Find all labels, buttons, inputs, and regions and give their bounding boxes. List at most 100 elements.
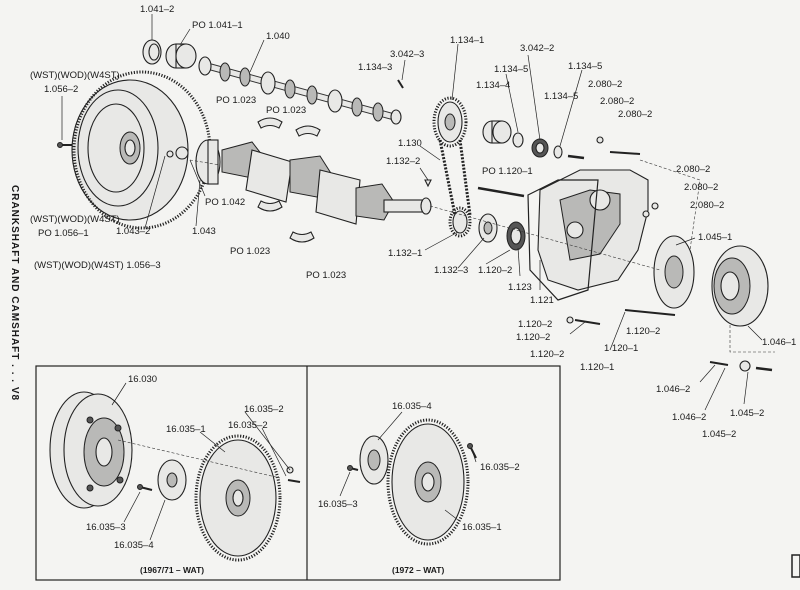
- label-1120-1-b: 1.120–1: [580, 362, 614, 373]
- label-1045-2-a: 1.045–2: [730, 408, 764, 419]
- label-1134-5-c: 1.134–5: [544, 91, 578, 102]
- label-2080-2-d: 2.080–2: [676, 164, 710, 175]
- label-wst-3: (WST)(WOD)(W4ST) 1.056–3: [34, 260, 161, 271]
- label-1120-2-c: 1.120–2: [516, 332, 550, 343]
- main-bearing-shell-2: [295, 125, 321, 137]
- inset-left-title: (1967/71 – WAT): [140, 565, 204, 575]
- label-1134-5-a: 1.134–5: [568, 61, 602, 72]
- page-edge-mark: [791, 554, 800, 578]
- drive-plate-bolt-small: [347, 465, 359, 471]
- label-1046-2-b: 1.046–2: [672, 412, 706, 423]
- label-16035-3-b: 16.035–3: [318, 499, 358, 510]
- vibration-damper: [653, 235, 695, 309]
- drive-plate-bolt-left: [286, 466, 301, 483]
- camshaft-sprocket: [432, 96, 468, 148]
- drive-plate-left: [194, 434, 282, 562]
- camshaft: [198, 56, 402, 125]
- crank-bolt: [166, 150, 174, 158]
- label-1132-2: 1.132–2: [386, 156, 420, 167]
- leader-lines: [61, 14, 763, 411]
- dowel-pin: [477, 186, 525, 198]
- main-bearing-shell-4: [289, 231, 315, 243]
- label-1134-5-b: 1.134–5: [494, 64, 528, 75]
- label-2080-2-b: 2.080–2: [600, 96, 634, 107]
- label-1130: 1.130: [398, 138, 422, 149]
- inset-right-leaders: [339, 411, 477, 521]
- label-16030: 16.030: [128, 374, 157, 385]
- main-bearing-shell-3: [257, 200, 283, 212]
- label-po1056-1: PO 1.056–1: [38, 228, 89, 239]
- label-1120-2-d: 1.120–2: [626, 326, 660, 337]
- cam-bolt: [567, 154, 585, 160]
- label-16035-1-b: 16.035–1: [462, 522, 502, 533]
- cover-bolt-2: [624, 309, 676, 316]
- label-1046-1: 1.046–1: [762, 337, 796, 348]
- label-16035-2-c: 16.035–2: [480, 462, 520, 473]
- drive-plate-bolt-right: [467, 443, 477, 459]
- alignment-line-4: [189, 159, 221, 166]
- label-po1023-c: PO 1.023: [230, 246, 270, 257]
- woodruff-key: [424, 179, 432, 188]
- label-1120-2-b: 1.120–2: [518, 319, 552, 330]
- label-1120-2-a: 1.120–2: [478, 265, 512, 276]
- label-po1042: PO 1.042: [205, 197, 245, 208]
- cam-bearing-front: [142, 39, 162, 65]
- crankshaft-sprocket: [448, 206, 472, 238]
- side-title: CRANKSHAFT AND CAMSHAFT . . . V8: [9, 185, 20, 401]
- label-1121: 1.121: [530, 295, 554, 306]
- drive-plate-right: [386, 418, 470, 546]
- cam-bearing-set: [165, 43, 197, 69]
- label-16035-4-b: 16.035–4: [392, 401, 432, 412]
- label-3042-3: 3.042–3: [390, 49, 424, 60]
- alignment-line-2: [639, 159, 701, 251]
- label-16035-2-b: 16.035–2: [228, 420, 268, 431]
- main-bearing-shell-1: [257, 117, 283, 129]
- label-16035-3-a: 16.035–3: [86, 522, 126, 533]
- label-2080-2-a: 2.080–2: [588, 79, 622, 90]
- label-wst-1: (WST)(WOD)(W4ST): [30, 70, 120, 81]
- timing-cover-gasket: [527, 179, 599, 301]
- reinforcement-plate: [157, 459, 187, 501]
- label-po1120-1: PO 1.120–1: [482, 166, 533, 177]
- inset-left-leaders: [111, 382, 291, 541]
- label-1043: 1.043: [192, 226, 216, 237]
- label-1045-2-b: 1.045–2: [702, 429, 736, 440]
- label-1040: 1.040: [266, 31, 290, 42]
- label-po1023-d: PO 1.023: [306, 270, 346, 281]
- flywheel-ring-gear: [71, 70, 212, 230]
- label-1120-1: 1 120–1: [604, 343, 638, 354]
- torque-converter: [49, 391, 133, 509]
- label-3042-2: 3.042–2: [520, 43, 554, 54]
- label-1134-3: 1.134–3: [358, 62, 392, 73]
- label-1046-2-a: 1.046–2: [656, 384, 690, 395]
- distributor-gear-bolt: [397, 79, 404, 89]
- cover-washer: [596, 136, 659, 218]
- pilot-bushing: [175, 146, 189, 160]
- converter-bolt: [137, 484, 153, 491]
- cover-bolt-1: [566, 316, 601, 325]
- alignment-line-3: [729, 325, 775, 353]
- cover-stud-bolt: [609, 151, 641, 155]
- label-po1041-1: PO 1.041–1: [192, 20, 243, 31]
- label-1120-2-e: 1.120–2: [530, 349, 564, 360]
- crankshaft: [195, 139, 432, 225]
- label-1043-2: 1.043–2: [116, 226, 150, 237]
- label-1132-3: 1.132–3: [434, 265, 468, 276]
- pulley-bolt: [709, 361, 729, 366]
- label-16035-2-a: 16.035–2: [244, 404, 284, 415]
- crankshaft-pulley: [711, 245, 769, 327]
- label-16035-4-a: 16.035–4: [114, 540, 154, 551]
- label-1041-2: 1.041–2: [140, 4, 174, 15]
- label-1132-1: 1.132–1: [388, 248, 422, 259]
- reinforcement-ring: [359, 435, 389, 485]
- oil-slinger: [478, 213, 498, 243]
- label-2080-2-e: 2.080–2: [684, 182, 718, 193]
- label-1045-1: 1.045–1: [698, 232, 732, 243]
- timing-chain: [438, 139, 472, 216]
- cam-spacer: [512, 132, 524, 148]
- fuel-pump-eccentric: [482, 120, 512, 144]
- label-wst-2: (WST)(WOD)(W4ST): [30, 214, 120, 225]
- inset-frame: [35, 365, 561, 581]
- label-1056-2: 1.056–2: [44, 84, 78, 95]
